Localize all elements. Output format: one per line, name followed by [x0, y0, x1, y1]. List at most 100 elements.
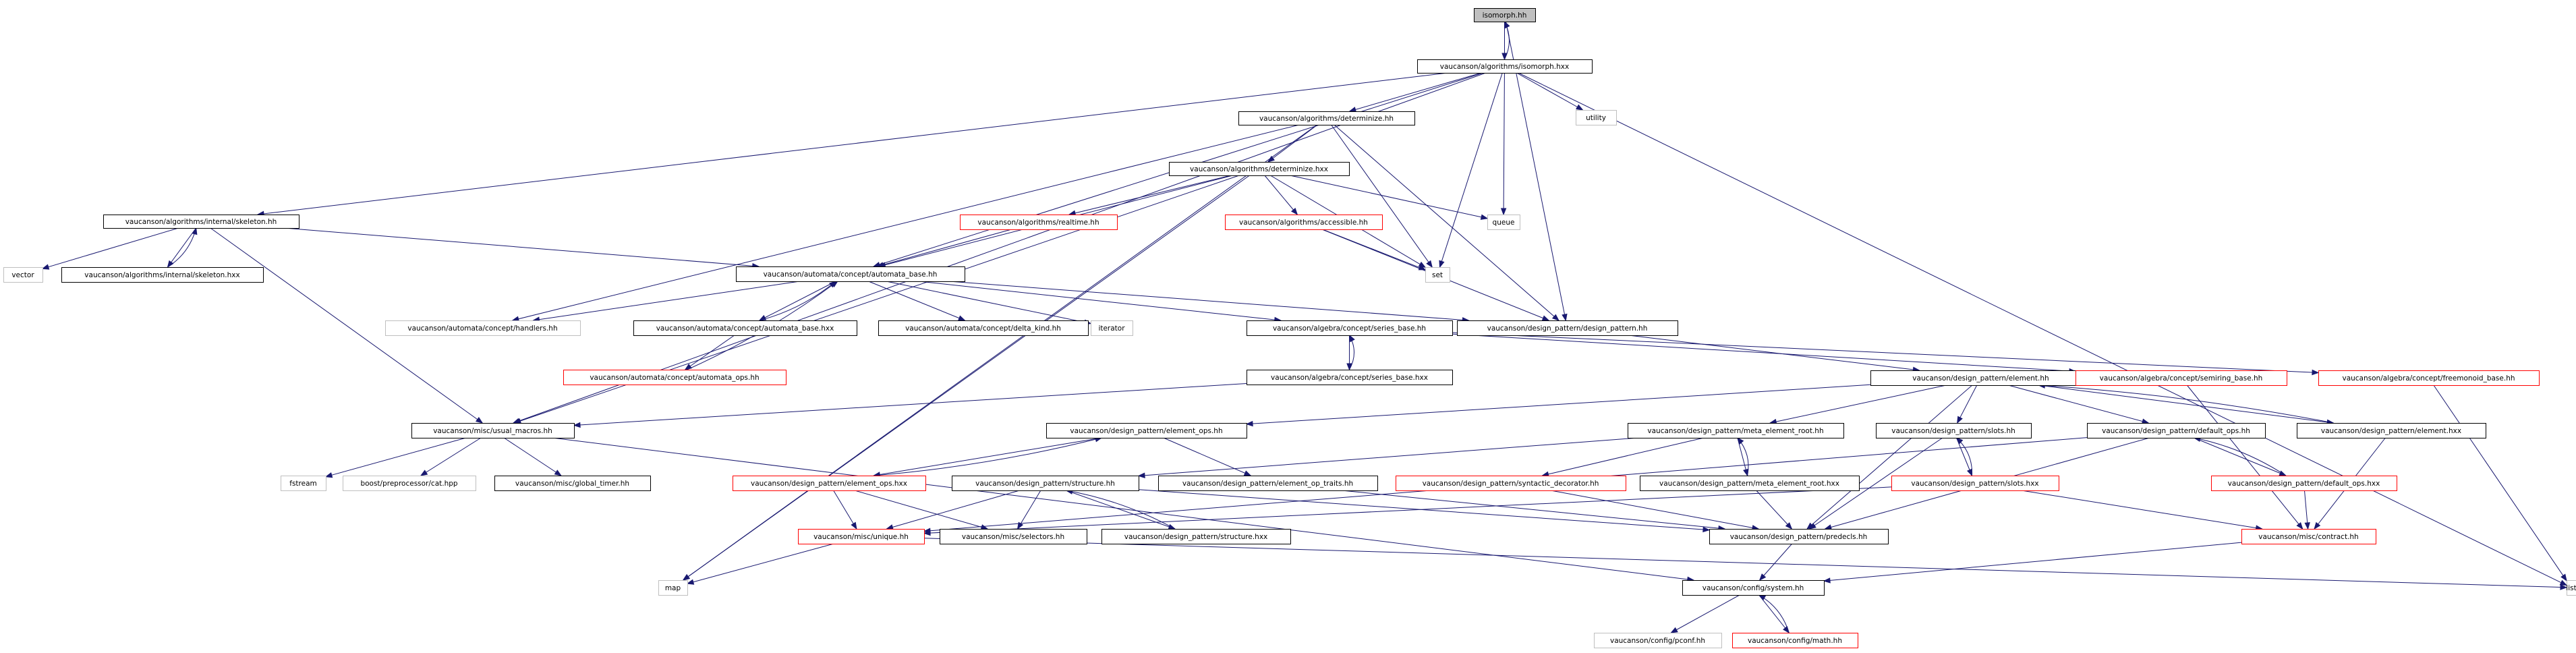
node-predecls[interactable]: vaucanson/design_pattern/predecls.hh	[1709, 529, 1889, 544]
edge-automata_base_hxx-to-automata_ops	[684, 335, 735, 370]
node-box	[733, 476, 926, 491]
node-label: vaucanson/design_pattern/slots.hh	[1891, 427, 2015, 435]
node-box	[1876, 423, 2032, 438]
node-label: set	[1432, 271, 1443, 279]
node-element-hh[interactable]: vaucanson/design_pattern/element.hh	[1870, 370, 2092, 386]
edge-element_hh-to-element_ops_hh	[1245, 384, 1871, 427]
node-label: vaucanson/design_pattern/meta_element_ro…	[1659, 480, 1839, 488]
edge-element_ops_hh-to-element_ops_hxx	[872, 437, 1102, 478]
node-utility[interactable]: utility	[1576, 110, 1617, 125]
node-design-pattern-hh[interactable]: vaucanson/design_pattern/design_pattern.…	[1457, 320, 1678, 336]
node-label: vaucanson/algorithms/determinize.hxx	[1190, 165, 1328, 173]
edge-structure_hh-to-structure_hxx	[1066, 490, 1176, 530]
edge-isomorph_hxx-to-determinize_hh	[1348, 72, 1482, 113]
node-iterator[interactable]: iterator	[1091, 320, 1133, 336]
edge-element_ops_hxx-to-selectors	[854, 490, 989, 530]
node-vector[interactable]: vector	[3, 267, 43, 283]
node-label: vaucanson/algorithms/determinize.hh	[1259, 115, 1394, 123]
node-freemonoid-base[interactable]: vaucanson/algebra/concept/freemonoid_bas…	[2318, 370, 2540, 386]
node-element-ops-hxx[interactable]: vaucanson/design_pattern/element_ops.hxx	[733, 476, 926, 491]
node-skeleton-hh[interactable]: vaucanson/algorithms/internal/skeleton.h…	[103, 215, 299, 229]
node-automata-ops[interactable]: vaucanson/automata/concept/automata_ops.…	[563, 370, 786, 385]
edge-unique_hh-to-list	[923, 538, 2568, 590]
edge-series_base_hxx-to-series_base_hh	[1348, 334, 1355, 370]
node-set[interactable]: set	[1425, 267, 1450, 283]
edge-skeleton_hh-to-automata_base_hh	[284, 227, 760, 269]
node-element-ops-hh[interactable]: vaucanson/design_pattern/element_ops.hh	[1046, 423, 1247, 438]
node-queue[interactable]: queue	[1487, 215, 1520, 230]
edge-automata_base_hh-to-iterator	[886, 281, 1092, 325]
node-math[interactable]: vaucanson/config/math.hh	[1732, 633, 1858, 648]
edge-isomorph_hxx-to-set	[1439, 72, 1503, 268]
node-series-base-hxx[interactable]: vaucanson/algebra/concept/series_base.hx…	[1247, 370, 1453, 385]
node-handlers[interactable]: vaucanson/automata/concept/handlers.hh	[385, 320, 581, 336]
node-element-op-traits[interactable]: vaucanson/design_pattern/element_op_trai…	[1158, 476, 1378, 491]
node-global-timer[interactable]: vaucanson/misc/global_timer.hh	[494, 476, 651, 491]
node-box	[343, 476, 476, 491]
node-structure-hh[interactable]: vaucanson/design_pattern/structure.hh	[952, 476, 1139, 491]
node-list[interactable]: list	[2566, 580, 2576, 596]
node-label: vaucanson/misc/selectors.hh	[962, 533, 1064, 541]
node-label: vaucanson/algebra/concept/series_base.hh	[1273, 324, 1426, 333]
node-box	[563, 370, 786, 385]
node-label: utility	[1586, 114, 1606, 122]
edge-series_base_hxx-to-usual_macros	[573, 382, 1247, 428]
node-determinize-hxx[interactable]: vaucanson/algorithms/determinize.hxx	[1169, 162, 1350, 176]
edge-slots_hxx-to-unique_hh	[923, 486, 1892, 536]
node-semiring-base[interactable]: vaucanson/algebra/concept/semiring_base.…	[2076, 370, 2287, 386]
node-skeleton-hxx[interactable]: vaucanson/algorithms/internal/skeleton.h…	[61, 267, 264, 283]
node-label: vaucanson/automata/concept/automata_base…	[656, 324, 834, 333]
node-meta-element-root-hxx[interactable]: vaucanson/design_pattern/meta_element_ro…	[1640, 476, 1860, 491]
edge-freemonoid_base-to-list	[2433, 385, 2567, 581]
node-series-base-hh[interactable]: vaucanson/algebra/concept/series_base.hh	[1247, 320, 1453, 336]
edge-slots_hxx-to-contract	[2021, 490, 2264, 531]
node-determinize-hh[interactable]: vaucanson/algorithms/determinize.hh	[1238, 111, 1415, 125]
node-delta-kind[interactable]: vaucanson/automata/concept/delta_kind.hh	[878, 320, 1089, 336]
node-box	[1487, 215, 1520, 230]
node-system-hh[interactable]: vaucanson/config/system.hh	[1682, 580, 1825, 596]
node-box	[385, 320, 581, 336]
node-pconf[interactable]: vaucanson/config/pconf.hh	[1594, 633, 1722, 648]
node-box	[1158, 476, 1378, 491]
node-map[interactable]: map	[658, 580, 688, 596]
node-label: vaucanson/algorithms/internal/skeleton.h…	[125, 218, 277, 226]
node-isomorph-hxx[interactable]: vaucanson/algorithms/isomorph.hxx	[1417, 59, 1593, 74]
node-box	[494, 476, 651, 491]
node-box	[1576, 110, 1617, 125]
edge-isomorph_hxx-to-utility	[1516, 72, 1584, 111]
node-unique-hh[interactable]: vaucanson/misc/unique.hh	[798, 529, 925, 544]
node-automata-base-hxx[interactable]: vaucanson/automata/concept/automata_base…	[633, 320, 857, 336]
edge-determinize_hxx-to-accessible	[1264, 175, 1298, 216]
node-meta-element-root-hh[interactable]: vaucanson/design_pattern/meta_element_ro…	[1628, 423, 1844, 438]
node-automata-base-hh[interactable]: vaucanson/automata/concept/automata_base…	[736, 266, 965, 282]
node-boost-cat[interactable]: boost/preprocessor/cat.hpp	[343, 476, 476, 491]
node-box	[1091, 320, 1133, 336]
node-default-ops-hh[interactable]: vaucanson/design_pattern/default_ops.hh	[2087, 423, 2266, 438]
node-label: vaucanson/automata/concept/handlers.hh	[407, 324, 557, 333]
edge-skeleton_hxx-to-skeleton_hh	[167, 227, 198, 268]
edge-slots_hh-to-slots_hxx	[1956, 437, 1973, 477]
node-slots-hxx[interactable]: vaucanson/design_pattern/slots.hxx	[1891, 476, 2059, 491]
node-box	[952, 476, 1139, 491]
node-fstream[interactable]: fstream	[281, 476, 326, 491]
node-selectors[interactable]: vaucanson/misc/selectors.hh	[940, 529, 1087, 544]
node-slots-hh[interactable]: vaucanson/design_pattern/slots.hh	[1876, 423, 2032, 438]
node-box	[2211, 476, 2397, 491]
node-default-ops-hxx[interactable]: vaucanson/design_pattern/default_ops.hxx	[2211, 476, 2397, 491]
node-box	[1457, 320, 1678, 336]
node-accessible[interactable]: vaucanson/algorithms/accessible.hh	[1225, 215, 1383, 230]
node-box	[960, 215, 1118, 230]
node-syntactic-decorator[interactable]: vaucanson/design_pattern/syntactic_decor…	[1396, 476, 1626, 491]
node-box	[1247, 320, 1453, 336]
edge-determinize_hh-to-design_pattern_hh	[1334, 124, 1559, 321]
node-realtime[interactable]: vaucanson/algorithms/realtime.hh	[960, 215, 1118, 230]
node-box	[1628, 423, 1844, 438]
node-usual-macros[interactable]: vaucanson/misc/usual_macros.hh	[411, 423, 575, 438]
node-structure-hxx[interactable]: vaucanson/design_pattern/structure.hxx	[1101, 529, 1291, 544]
edge-element_hh-to-default_ops_hh	[2008, 385, 2150, 424]
node-label: vaucanson/automata/concept/automata_ops.…	[590, 374, 759, 382]
node-box	[411, 423, 575, 438]
node-contract[interactable]: vaucanson/misc/contract.hh	[2241, 529, 2376, 544]
node-element-hxx[interactable]: vaucanson/design_pattern/element.hxx	[2297, 423, 2486, 438]
